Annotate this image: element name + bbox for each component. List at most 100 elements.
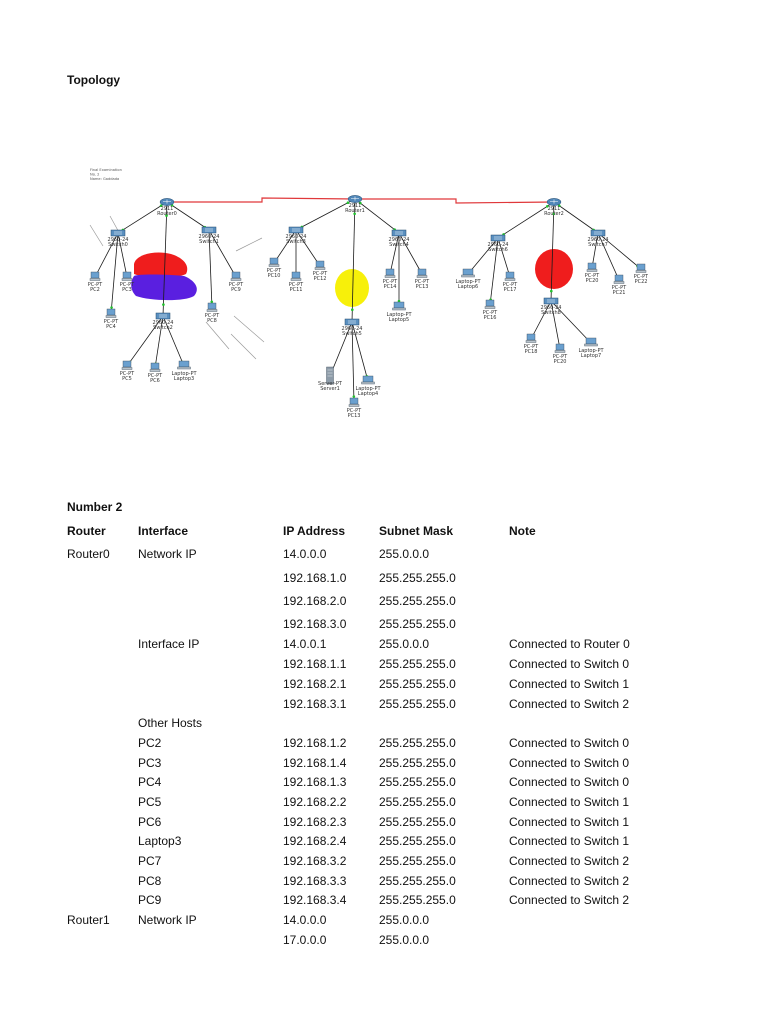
host-name-label: PC11: [290, 287, 303, 293]
lan-link-switch-host: [351, 321, 355, 404]
host-name-label: PC3: [122, 287, 132, 293]
pc-icon[interactable]: [105, 308, 117, 318]
switch-model-label: 2960-24: [342, 326, 363, 332]
switch-icon[interactable]: [155, 312, 171, 320]
cell-ip-address: 17.0.0.0: [283, 933, 327, 947]
cell-ip-address: 192.168.1.2: [283, 736, 347, 750]
laptop-icon[interactable]: [177, 360, 191, 370]
lan-link-switch-host: [162, 315, 185, 367]
switch-icon[interactable]: [391, 229, 407, 237]
switch-model-label: 2960-24: [389, 237, 410, 243]
link-status-dot: [353, 212, 356, 216]
laptop-icon[interactable]: [392, 301, 406, 311]
server-icon[interactable]: [326, 366, 334, 385]
cell-ip-address: 192.168.2.3: [283, 815, 347, 829]
switch-icon[interactable]: [201, 226, 217, 234]
host-model-label: PC-PT: [347, 408, 362, 414]
pc-icon[interactable]: [554, 343, 566, 353]
link-status-dot: [346, 201, 350, 205]
pc-icon[interactable]: [268, 257, 280, 267]
switch-icon[interactable]: [344, 318, 360, 326]
router-icon[interactable]: [347, 195, 363, 203]
switch-icon[interactable]: [110, 229, 126, 237]
router-icon[interactable]: [159, 198, 175, 206]
lan-link-switch-host: [398, 232, 423, 275]
lan-link-switch-host: [550, 300, 561, 350]
switch-model-label: 2960-24: [199, 234, 220, 240]
host-name-label: PC20: [586, 278, 599, 284]
lan-link-switch-host: [497, 237, 511, 278]
pc-icon[interactable]: [230, 271, 242, 281]
cell-ip-address: 14.0.0.0: [283, 913, 327, 927]
annotation-stroke: [233, 315, 265, 343]
wan-link-r1-r2: [355, 198, 555, 204]
pc-icon[interactable]: [416, 268, 428, 278]
cell-note: Connected to Switch 0: [509, 657, 630, 671]
pc-icon[interactable]: [89, 271, 101, 281]
switch-model-label: 2960-24: [588, 237, 609, 243]
cell-note: Connected to Switch 1: [509, 677, 630, 691]
pc-icon[interactable]: [121, 360, 133, 370]
pc-icon[interactable]: [206, 302, 218, 312]
pc-icon[interactable]: [149, 362, 161, 372]
host-name-label: PC8: [207, 318, 217, 324]
switch-name-label: Switch2: [153, 325, 173, 331]
cell-note: Connected to Switch 0: [509, 756, 630, 770]
host-name-label: PC12: [314, 276, 327, 282]
link-status-dot: [110, 306, 113, 309]
switch-icon[interactable]: [543, 297, 559, 305]
header-router: Router: [67, 524, 106, 538]
laptop-icon[interactable]: [361, 375, 375, 385]
switch-icon[interactable]: [590, 229, 606, 237]
pc-icon[interactable]: [504, 271, 516, 281]
host-name-label: PC5: [122, 376, 132, 382]
host-name-label: PC10: [268, 273, 281, 279]
cell-interface: Interface IP: [138, 637, 200, 651]
pc-icon[interactable]: [613, 274, 625, 284]
cell-subnet-mask: 255.255.255.0: [379, 594, 456, 608]
lan-link-switch-host: [126, 315, 164, 367]
pc-icon[interactable]: [121, 271, 133, 281]
cell-subnet-mask: 255.255.255.0: [379, 571, 456, 585]
cell-interface: PC8: [138, 874, 162, 888]
pc-icon[interactable]: [314, 260, 326, 270]
host-model-label: Laptop-PT: [355, 386, 381, 392]
cell-subnet-mask: 255.255.255.0: [379, 697, 456, 711]
cell-ip-address: 192.168.3.1: [283, 697, 347, 711]
lan-link-router-switch: [351, 198, 356, 323]
lan-link-switch-host: [208, 229, 213, 309]
switch-model-label: 2960-24: [488, 242, 509, 248]
pc-icon[interactable]: [586, 262, 598, 272]
pc-icon[interactable]: [290, 271, 302, 281]
cell-ip-address: 192.168.2.2: [283, 795, 347, 809]
switch-name-label: Switch3: [286, 239, 306, 245]
lan-link-switch-host: [467, 237, 499, 275]
number-heading: Number 2: [67, 500, 123, 514]
host-model-label: PC-PT: [383, 279, 398, 285]
lan-link-switch-host: [550, 300, 592, 344]
router-model-label: 2911: [161, 206, 174, 212]
annotation-stroke: [205, 321, 230, 350]
cell-interface: PC7: [138, 854, 162, 868]
host-model-label: PC-PT: [267, 268, 282, 274]
pc-icon[interactable]: [525, 333, 537, 343]
host-name-label: Laptop5: [389, 317, 409, 323]
pc-icon[interactable]: [635, 263, 647, 273]
pc-icon[interactable]: [348, 397, 360, 407]
header-subnet-mask: Subnet Mask: [379, 524, 454, 538]
pc-icon[interactable]: [384, 268, 396, 278]
switch-icon[interactable]: [288, 226, 304, 234]
host-name-label: PC13: [416, 284, 429, 290]
switch-name-label: Switch7: [588, 242, 608, 248]
host-name-label: PC4: [106, 324, 116, 330]
host-model-label: PC-PT: [229, 282, 244, 288]
laptop-icon[interactable]: [584, 337, 598, 347]
cell-ip-address: 192.168.1.1: [283, 657, 347, 671]
pc-icon[interactable]: [484, 299, 496, 309]
laptop-icon[interactable]: [461, 268, 475, 278]
annotation-stroke: [230, 333, 257, 360]
router-icon[interactable]: [546, 198, 562, 206]
switch-icon[interactable]: [490, 234, 506, 242]
cell-ip-address: 192.168.1.4: [283, 756, 347, 770]
